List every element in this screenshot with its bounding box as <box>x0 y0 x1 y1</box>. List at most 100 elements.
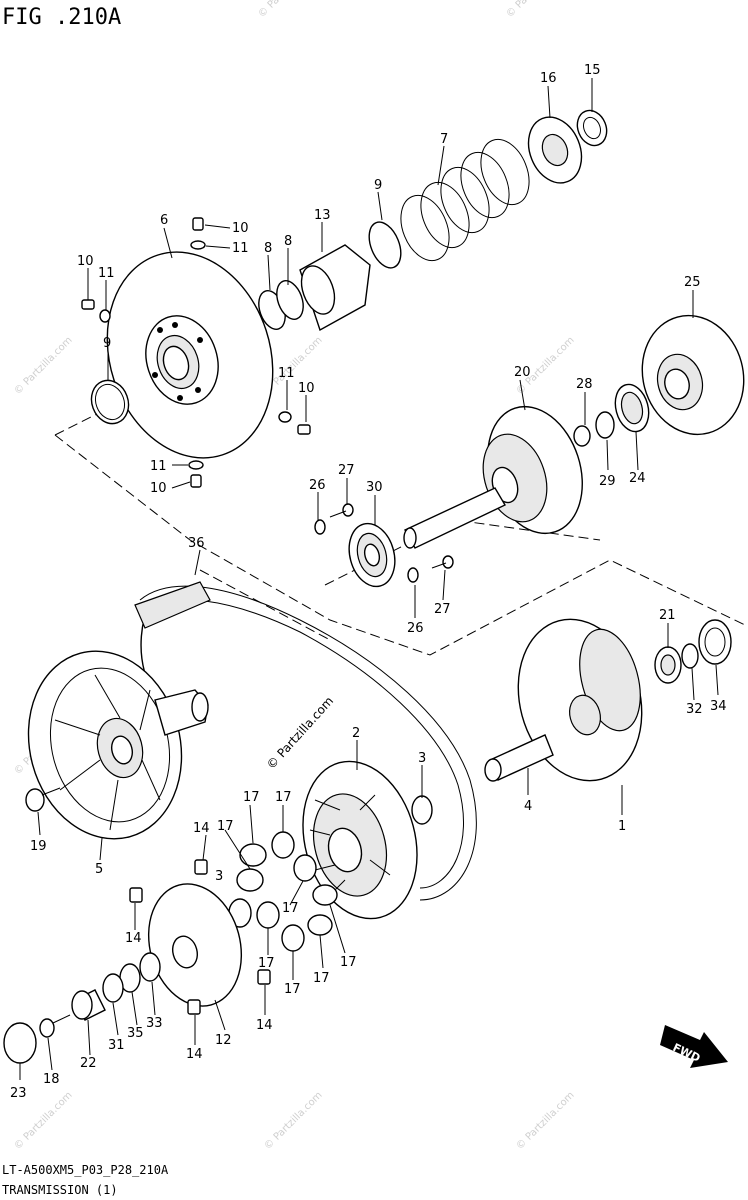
label-part-10d: 10 <box>150 481 167 496</box>
drive-hub-shaft <box>154 689 209 736</box>
washer-26-bottom <box>407 567 419 583</box>
label-part-29: 29 <box>599 474 616 489</box>
sleeve-13 <box>299 244 371 332</box>
bolts-10-collars-11 <box>81 217 311 488</box>
bolt-18 <box>39 1014 71 1038</box>
bearing-30 <box>348 522 396 588</box>
label-part-16: 16 <box>540 71 557 86</box>
label-part-14c: 14 <box>256 1018 273 1033</box>
weight-rollers-17 <box>236 831 338 952</box>
label-part-14d: 14 <box>186 1047 203 1062</box>
screw-27-top <box>329 503 354 518</box>
label-part-3-left: 3 <box>215 869 223 884</box>
washer-29 <box>595 411 615 439</box>
label-part-8b: 8 <box>284 234 292 249</box>
label-part-2: 2 <box>352 726 360 741</box>
leader-lines <box>19 78 719 1080</box>
spring-seat-16 <box>527 116 583 184</box>
nut-15 <box>576 109 608 147</box>
label-part-11a: 11 <box>232 241 249 256</box>
watermark-text: © Partzilla.com <box>12 335 74 397</box>
label-part-24: 24 <box>629 471 646 486</box>
label-part-6: 6 <box>160 213 168 228</box>
label-part-36: 36 <box>188 536 205 551</box>
sliders-14 <box>129 859 271 1015</box>
label-part-17c: 17 <box>217 819 234 834</box>
label-part-4: 4 <box>524 799 532 814</box>
label-part-17i: 17 <box>340 955 357 970</box>
collar-4 <box>484 734 554 782</box>
watermarks: © Partzilla.com © Partzilla.com © Partzi… <box>12 0 576 1152</box>
label-part-14b: 14 <box>125 931 142 946</box>
label-part-10a: 10 <box>232 221 249 236</box>
label-part-9-right: 9 <box>374 178 382 193</box>
watermark-text: © Partzilla.com <box>262 1090 324 1152</box>
label-part-5: 5 <box>95 862 103 877</box>
clutch-shoe-25 <box>641 314 745 436</box>
label-part-28: 28 <box>576 377 593 392</box>
label-part-14a: 14 <box>193 821 210 836</box>
label-part-13: 13 <box>314 208 331 223</box>
o-ring-9-left <box>90 379 130 425</box>
movable-drive-face-2 <box>302 760 418 920</box>
label-part-35: 35 <box>127 1026 144 1041</box>
label-part-31: 31 <box>108 1038 125 1053</box>
label-part-34: 34 <box>710 699 727 714</box>
watermark-text: © Partzilla.com <box>514 1090 576 1152</box>
diagram-caption: TRANSMISSION (1) <box>2 1183 118 1197</box>
label-part-3-right: 3 <box>418 751 426 766</box>
label-part-17g: 17 <box>284 982 301 997</box>
label-part-11b: 11 <box>98 266 115 281</box>
label-part-17b: 17 <box>275 790 292 805</box>
bearing-21 <box>654 646 682 684</box>
figure-title: FIG .210A <box>2 5 121 30</box>
label-part-25: 25 <box>684 275 701 290</box>
drive-belt-36 <box>134 581 477 901</box>
label-part-10b: 10 <box>77 254 94 269</box>
spacer-22 <box>71 989 106 1021</box>
label-part-33: 33 <box>146 1016 163 1031</box>
driven-pulley-1 <box>517 618 643 782</box>
label-part-17f: 17 <box>258 956 275 971</box>
circlip-32 <box>681 643 699 669</box>
label-part-15: 15 <box>584 63 601 78</box>
seal-34 <box>698 619 732 665</box>
label-part-21: 21 <box>659 608 676 623</box>
label-part-27a: 27 <box>338 463 355 478</box>
ramp-plate-12 <box>147 883 243 1007</box>
label-part-30: 30 <box>366 480 383 495</box>
label-part-11c: 11 <box>278 366 295 381</box>
label-part-11d: 11 <box>150 459 167 474</box>
driven-face-6 <box>106 251 274 459</box>
label-part-1: 1 <box>618 819 626 834</box>
nut-28 <box>573 425 591 447</box>
cap-23 <box>3 1022 37 1064</box>
fixed-drive-face-5 <box>27 650 183 840</box>
part-labels: 15 16 7 9 13 8 8 6 10 11 10 11 9 11 10 1… <box>10 63 727 1101</box>
ring-31 <box>102 973 124 1003</box>
diagram-code: LT-A500XM5_P03_P28_210A <box>2 1163 169 1177</box>
clutch-housing-20 <box>403 405 583 549</box>
label-part-17h: 17 <box>313 971 330 986</box>
watermark-center: © Partzilla.com <box>264 694 336 772</box>
fwd-arrow-icon: FWD <box>660 1025 728 1068</box>
watermark-text: © Partzilla.com <box>504 0 566 20</box>
ring-33 <box>139 952 161 982</box>
label-part-10c: 10 <box>298 381 315 396</box>
label-part-7: 7 <box>440 132 448 147</box>
label-part-26b: 26 <box>407 621 424 636</box>
label-part-19: 19 <box>30 839 47 854</box>
screw-27-bottom <box>431 555 454 569</box>
o-ring-8b <box>276 280 304 320</box>
label-part-32: 32 <box>686 702 703 717</box>
label-part-18: 18 <box>43 1072 60 1087</box>
label-part-17a: 17 <box>243 790 260 805</box>
bearing-24 <box>614 383 650 433</box>
label-part-8a: 8 <box>264 241 272 256</box>
label-part-23: 23 <box>10 1086 27 1101</box>
watermark-text: © Partzilla.com <box>256 0 318 20</box>
spring-7 <box>400 138 530 262</box>
bolt-19 <box>25 787 61 812</box>
washer-26-top <box>314 519 326 535</box>
